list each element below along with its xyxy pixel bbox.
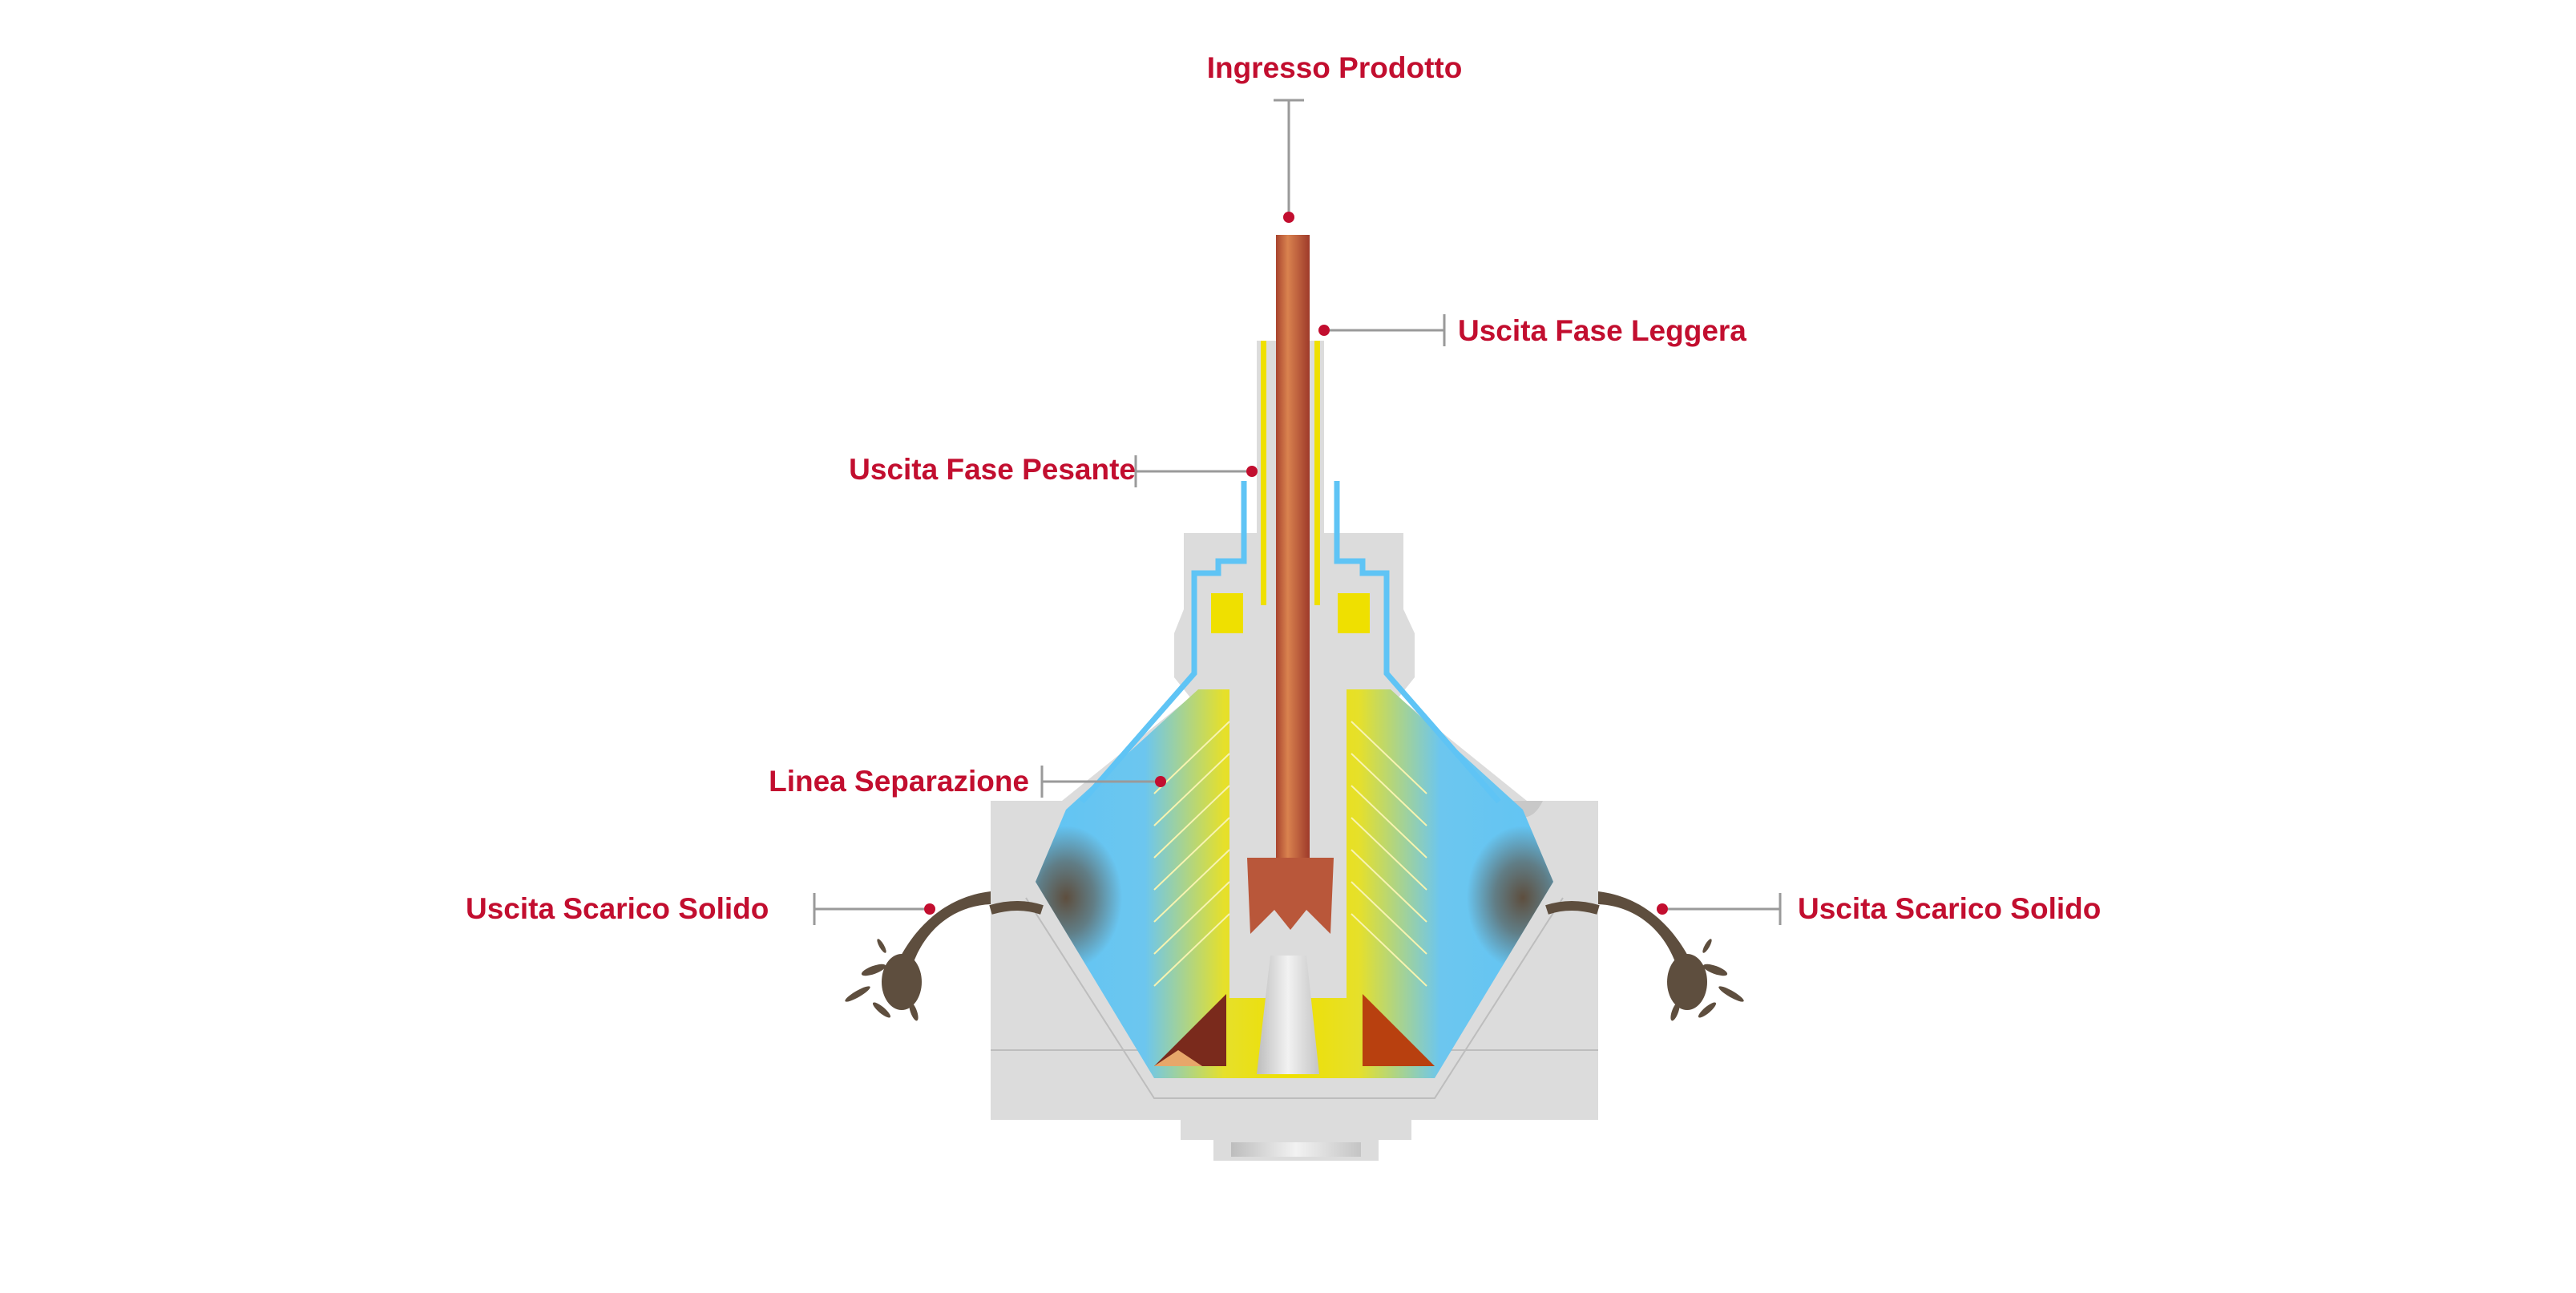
marker-dot (1283, 212, 1294, 223)
callout-solid-discharge-left: Uscita Scarico Solido (466, 892, 935, 925)
callout-separation-line: Linea Separazione (769, 765, 1166, 798)
marker-dot (1246, 466, 1258, 477)
label-separation-line: Linea Separazione (769, 765, 1029, 798)
solid-discharge-splash-left (845, 891, 991, 1021)
disc-stack-right (1351, 721, 1427, 987)
callout-product-inlet: Ingresso Prodotto (1207, 51, 1463, 223)
callout-solid-discharge-right: Uscita Scarico Solido (1657, 892, 2101, 925)
marker-dot (924, 903, 935, 915)
callout-heavy-phase-outlet: Uscita Fase Pesante (849, 453, 1258, 487)
callout-light-phase-outlet: Uscita Fase Leggera (1318, 314, 1746, 347)
disc-stack-left (1153, 721, 1230, 987)
label-solid-discharge-right: Uscita Scarico Solido (1798, 892, 2101, 925)
light-phase-channels (1211, 341, 1370, 633)
product-chamber-left (1154, 994, 1226, 1066)
spindle (1257, 956, 1319, 1074)
heavy-phase-channels (1080, 481, 1501, 804)
product-inlet-pipe (1276, 235, 1310, 860)
marker-dot (1657, 903, 1668, 915)
inlet-nozzle (1247, 858, 1334, 934)
label-heavy-phase-outlet: Uscita Fase Pesante (849, 453, 1136, 486)
product-chamber-right (1363, 994, 1435, 1066)
marker-dot (1318, 325, 1330, 336)
label-product-inlet: Ingresso Prodotto (1207, 51, 1463, 84)
label-solid-discharge-left: Uscita Scarico Solido (466, 892, 769, 925)
solid-discharge-splash-right (1598, 891, 1744, 1021)
marker-dot (1155, 776, 1166, 787)
label-light-phase-outlet: Uscita Fase Leggera (1458, 314, 1746, 347)
